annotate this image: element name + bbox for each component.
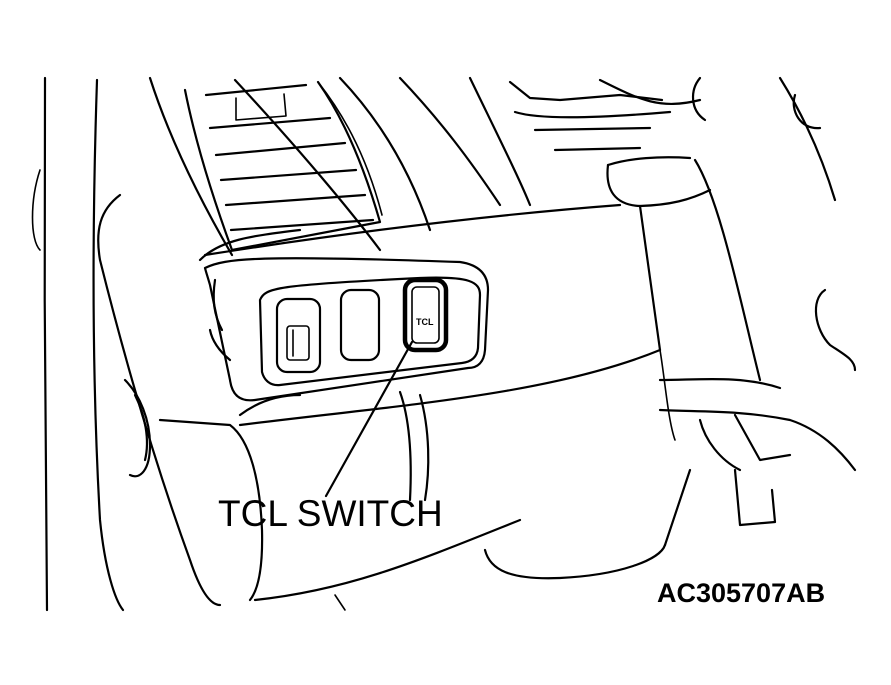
blank-switch-left	[275, 297, 322, 374]
left-pillar-outline	[31, 76, 125, 612]
tcl-switch-face-label: TCL	[416, 317, 434, 327]
dashboard-upper-contours	[198, 76, 707, 262]
tcl-switch-callout-label: TCL SWITCH	[218, 493, 443, 534]
callout-leader-line	[324, 340, 414, 498]
steering-column-outline	[606, 76, 857, 527]
switch-bezel	[203, 257, 490, 402]
lower-knee-panel	[97, 193, 692, 611]
air-vent	[148, 76, 383, 257]
figure-code: AC305707AB	[657, 578, 825, 608]
blank-switch-middle	[339, 288, 381, 362]
tcl-switch: TCL	[402, 277, 449, 353]
